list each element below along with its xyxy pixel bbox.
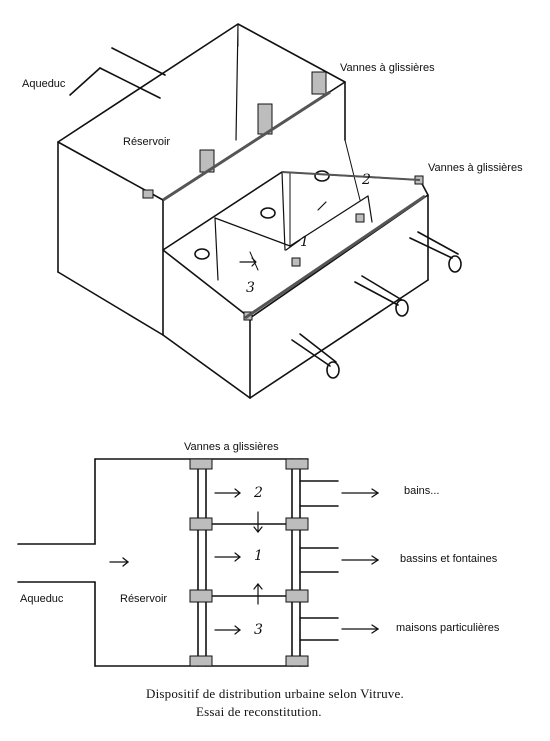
plan-compartment-2: 2 [254, 485, 263, 501]
plan-compartment-1: 1 [254, 548, 263, 564]
top-compartment-1: 1 [300, 234, 309, 250]
outlet-label-fountains: bassins et fontaines [400, 553, 498, 565]
top-compartment-3: 3 [246, 280, 255, 296]
plan-gates-label: Vannes a glissières [184, 441, 279, 453]
top-gates-label-upper: Vannes à glissières [340, 62, 435, 74]
top-compartment-2: 2 [362, 172, 371, 188]
caption-line-2: Essai de reconstitution. [196, 704, 322, 719]
top-reservoir-label: Réservoir [123, 136, 171, 148]
top-aqueduct-label: Aqueduc [22, 78, 66, 90]
isometric-reservoir-drawing [57, 23, 462, 399]
top-gates-label-right: Vannes à glissières [428, 162, 523, 174]
outlet-label-baths: bains... [404, 485, 440, 497]
plan-aqueduct-label: Aqueduc [20, 593, 64, 605]
outlet-label-houses: maisons particulières [396, 622, 500, 634]
caption-line-1: Dispositif de distribution urbaine selon… [146, 686, 404, 701]
plan-compartment-3: 3 [254, 622, 263, 638]
plan-reservoir-label: Réservoir [120, 593, 168, 605]
